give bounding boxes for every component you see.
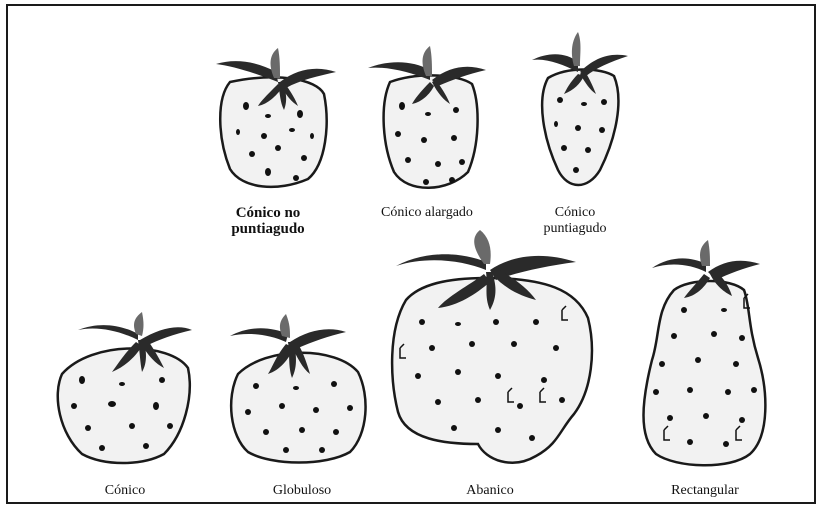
strawberry-abanico — [386, 230, 596, 470]
label-conico-alargado: Cónico alargado — [362, 205, 492, 221]
strawberry-conico-alargado — [368, 44, 488, 194]
strawberry-conico-puntiagudo — [532, 30, 632, 195]
strawberry-conico-no-puntiagudo — [208, 44, 338, 194]
strawberry-globuloso — [226, 316, 376, 466]
label-conico: Cónico — [80, 483, 170, 499]
strawberry-rectangular — [634, 240, 774, 470]
label-rectangular: Rectangular — [650, 483, 760, 499]
label-conico-no-puntiagudo: Cónico no puntiagudo — [208, 205, 328, 237]
strawberry-conico — [52, 316, 202, 466]
label-globuloso: Globuloso — [252, 483, 352, 499]
label-abanico: Abanico — [440, 483, 540, 499]
